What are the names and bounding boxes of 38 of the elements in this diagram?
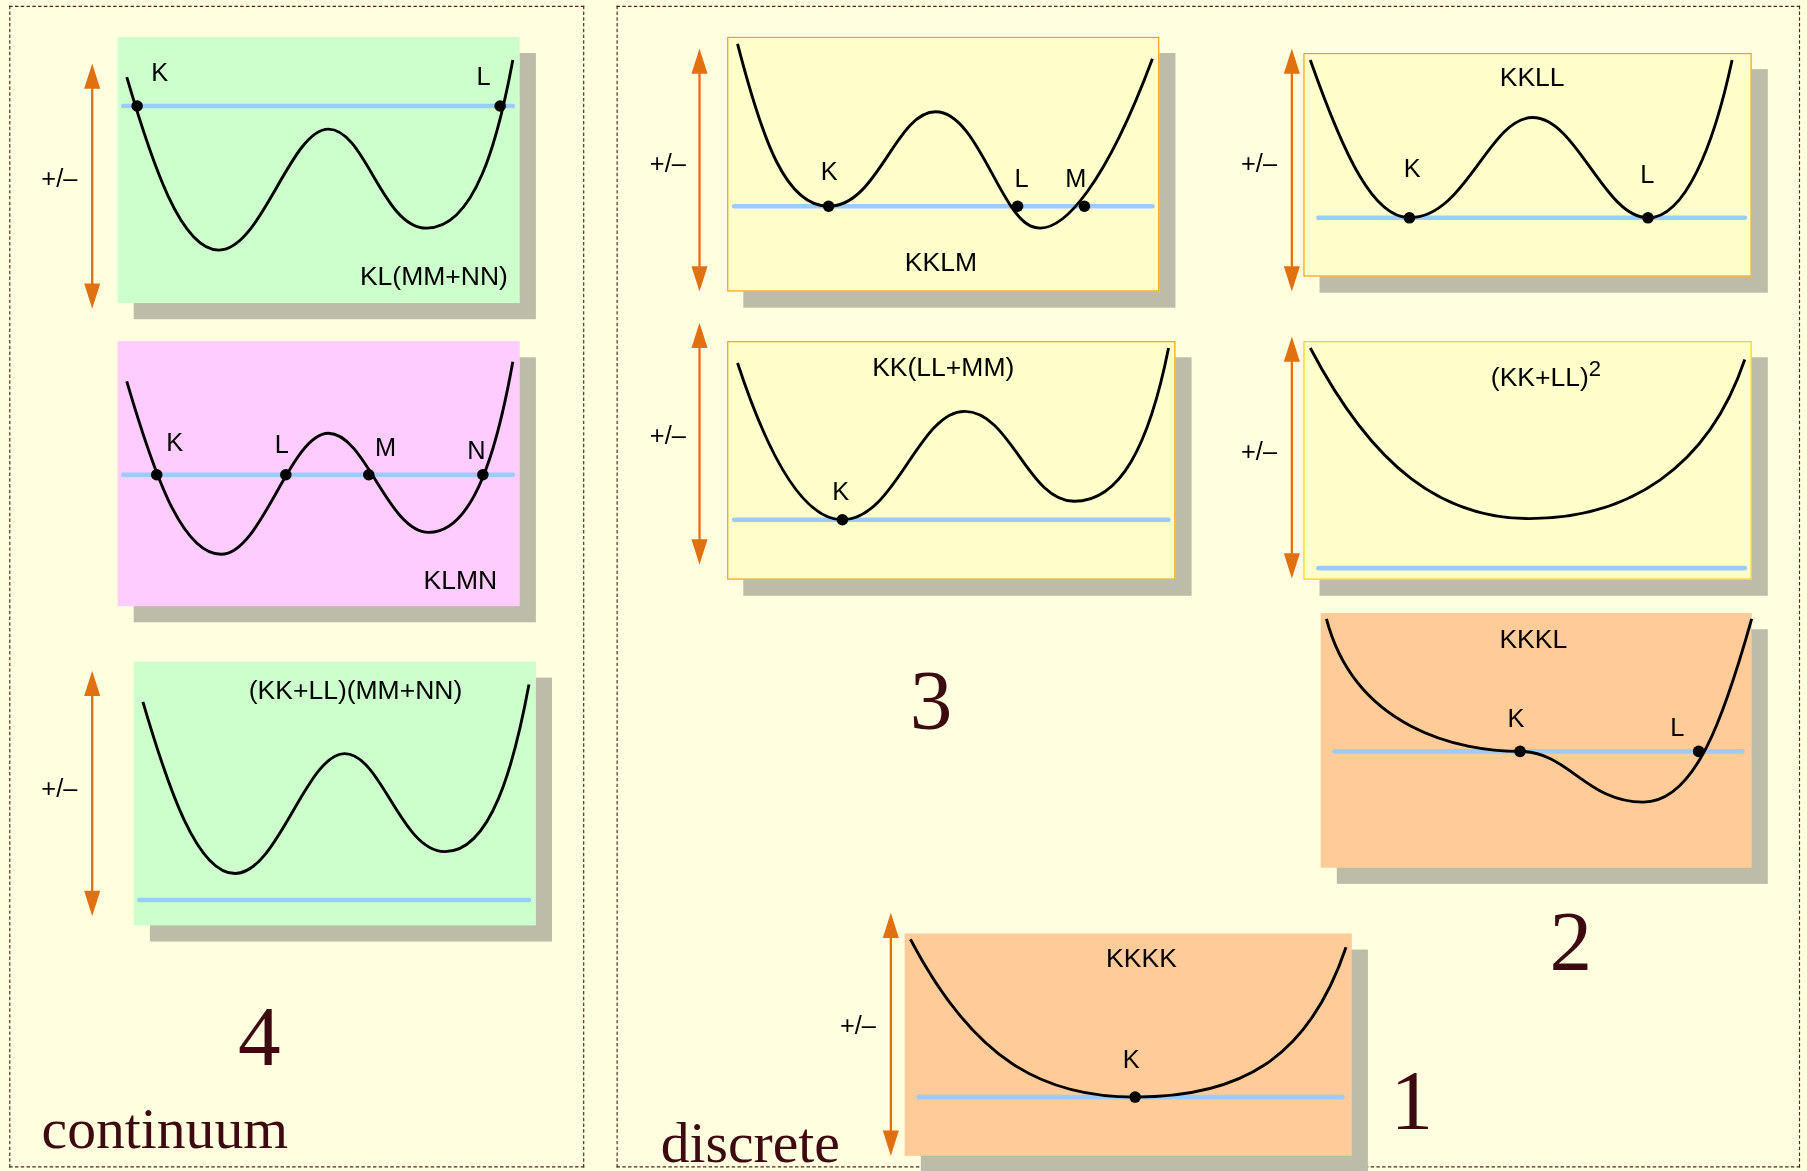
point-label: M: [374, 432, 397, 463]
dashed-panel: [616, 5, 1801, 1168]
point-label: K: [166, 426, 184, 457]
range-label: +/–: [649, 148, 686, 179]
class-number: 3: [909, 651, 953, 750]
class-number: 1: [1390, 1051, 1434, 1150]
point-label: K: [832, 476, 850, 507]
point-label: M: [1065, 163, 1087, 194]
point-label: K: [1403, 153, 1421, 184]
range-label: +/–: [41, 163, 78, 194]
polynomial-label: KKLL: [1499, 61, 1565, 93]
point-label: L: [1640, 159, 1655, 190]
polynomial-label: KKLM: [904, 246, 978, 278]
point-label: L: [274, 429, 289, 460]
point-label: L: [1670, 712, 1685, 743]
range-label: +/–: [649, 420, 686, 450]
polynomial-label: KKKK: [1106, 942, 1177, 974]
point-label: L: [1014, 163, 1029, 194]
range-label: +/–: [1241, 436, 1277, 467]
class-number: 4: [237, 988, 281, 1086]
point-label: K: [151, 57, 169, 87]
polynomial-label: (KK+LL)(MM+NN): [248, 674, 463, 706]
point-label: K: [820, 156, 838, 187]
class-number: 2: [1549, 892, 1593, 991]
point-label: K: [1507, 703, 1525, 734]
polynomial-label: KK(LL+MM): [872, 351, 1015, 383]
point-label: L: [476, 61, 491, 92]
polynomial-label: (KK+LL)$^{2}$: [1490, 355, 1602, 393]
panel-title: continuum: [41, 1094, 289, 1162]
point-label: K: [1122, 1044, 1140, 1075]
polynomial-label: KKKL: [1499, 623, 1568, 655]
point-label: N: [467, 435, 486, 465]
range-label: +/–: [1241, 148, 1277, 179]
polynomial-label: KL(MM+NN): [359, 260, 508, 292]
panel-title: discrete: [660, 1108, 840, 1171]
range-label: +/–: [840, 1010, 876, 1041]
polynomial-label: KLMN: [423, 564, 498, 596]
range-label: +/–: [41, 773, 78, 804]
